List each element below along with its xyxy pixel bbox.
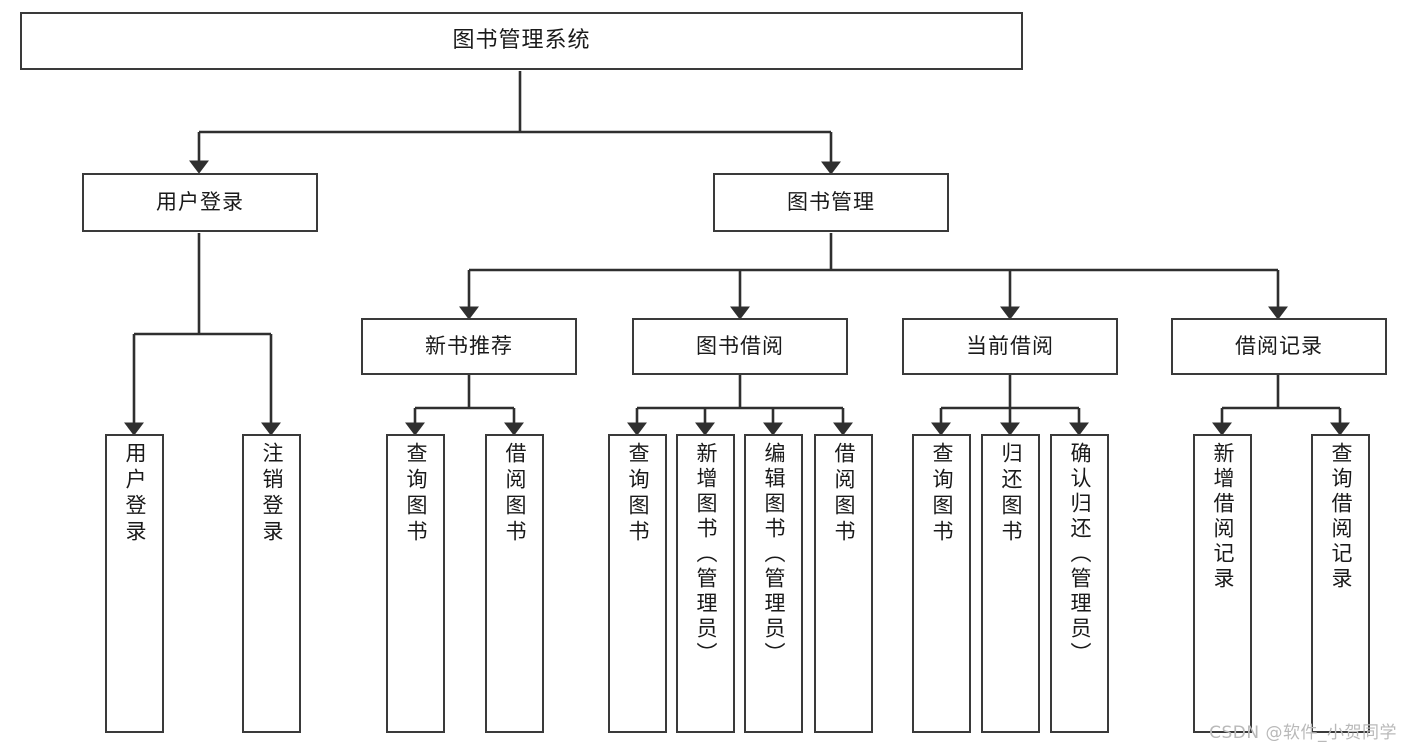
csdn-watermark: CSDN @软件_小贺同学 — [1209, 723, 1397, 743]
leaf-new-book-borrow-books[interactable]: 借阅图书 — [485, 434, 544, 733]
node-label: 新增图书（管理员） — [694, 442, 718, 667]
leaf-borrow-edit-book-admin[interactable]: 编辑图书（管理员） — [744, 434, 803, 733]
node-label: 注销登录 — [260, 442, 284, 546]
leaf-current-confirm-return-admin[interactable]: 确认归还（管理员） — [1050, 434, 1109, 733]
node-label: 编辑图书（管理员） — [762, 442, 786, 667]
node-current-borrow[interactable]: 当前借阅 — [902, 318, 1118, 375]
node-label: 借阅图书 — [503, 442, 527, 546]
leaf-user-login-logout[interactable]: 注销登录 — [242, 434, 301, 733]
node-book-borrow[interactable]: 图书借阅 — [632, 318, 848, 375]
node-book-management[interactable]: 图书管理 — [713, 173, 949, 232]
leaf-current-query-books[interactable]: 查询图书 — [912, 434, 971, 733]
node-root-book-management-system[interactable]: 图书管理系统 — [20, 12, 1023, 70]
node-label: 查询图书 — [930, 442, 954, 546]
leaf-new-book-query-books[interactable]: 查询图书 — [386, 434, 445, 733]
node-label: 当前借阅 — [966, 334, 1054, 358]
node-label: 用户登录 — [156, 190, 244, 214]
leaf-borrow-query-books[interactable]: 查询图书 — [608, 434, 667, 733]
node-label: 借阅图书 — [832, 442, 856, 546]
node-borrow-record[interactable]: 借阅记录 — [1171, 318, 1387, 375]
leaf-borrow-add-book-admin[interactable]: 新增图书（管理员） — [676, 434, 735, 733]
leaf-record-add-borrow-record[interactable]: 新增借阅记录 — [1193, 434, 1252, 733]
node-label: 确认归还（管理员） — [1068, 442, 1092, 667]
node-label: 图书管理系统 — [452, 28, 591, 53]
node-new-book-recommend[interactable]: 新书推荐 — [361, 318, 577, 375]
node-label: 图书管理 — [787, 190, 875, 214]
leaf-user-login-login[interactable]: 用户登录 — [105, 434, 164, 733]
node-label: 查询借阅记录 — [1329, 442, 1353, 592]
node-label: 新增借阅记录 — [1211, 442, 1235, 592]
node-label: 查询图书 — [404, 442, 428, 546]
node-label: 借阅记录 — [1235, 334, 1323, 358]
node-user-login[interactable]: 用户登录 — [82, 173, 318, 232]
node-label: 用户登录 — [123, 442, 147, 546]
leaf-borrow-borrow-books[interactable]: 借阅图书 — [814, 434, 873, 733]
node-label: 归还图书 — [999, 442, 1023, 546]
node-label: 查询图书 — [626, 442, 650, 546]
node-label: 新书推荐 — [425, 334, 513, 358]
leaf-current-return-books[interactable]: 归还图书 — [981, 434, 1040, 733]
leaf-record-query-borrow-record[interactable]: 查询借阅记录 — [1311, 434, 1370, 733]
node-label: 图书借阅 — [696, 334, 784, 358]
